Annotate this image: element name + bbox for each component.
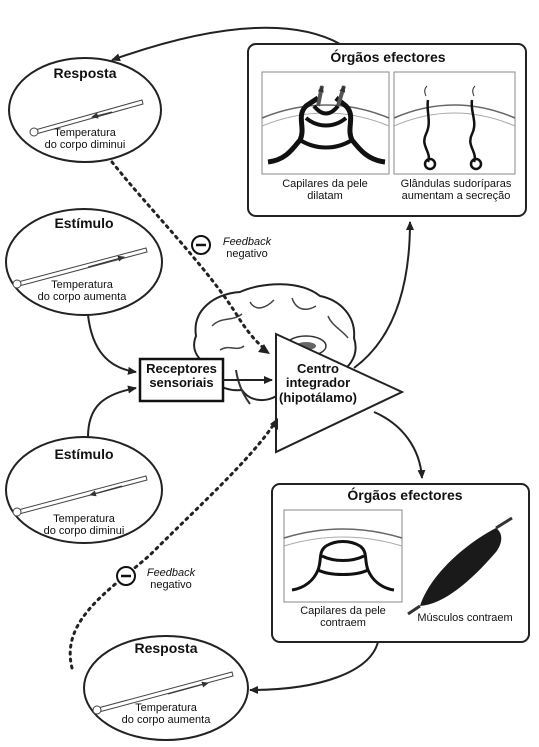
feedback-arrowheads (258, 344, 278, 430)
stimulus-bottom-ellipse (5, 436, 163, 544)
effectors-top-right-caption: Glândulas sudoríparas aumentam a secreçã… (400, 178, 512, 203)
stimulus-top-ellipse (5, 208, 163, 316)
feedback-arrow-bottom (68, 422, 276, 670)
effectors-top-left-caption: Capilares da pele dilatam (282, 178, 368, 203)
pathway-arrows (87, 26, 426, 694)
integrator-triangle (275, 332, 405, 454)
sweat-glands-illustration (393, 71, 516, 175)
thermometer-icon (12, 475, 148, 517)
stimulus-top-title: Estímulo (54, 215, 114, 231)
stimulus-bottom-caption: Temperatura do corpo diminui (43, 513, 125, 538)
capillaries-constrict-illustration (283, 509, 403, 603)
muscle-illustration (407, 516, 513, 616)
response-top-title: Resposta (53, 65, 117, 81)
effectors-bottom-box (271, 483, 530, 643)
feedback-label-top: Feedback negativo (222, 236, 272, 261)
integrator-label: Centro integrador (hipotálamo) (279, 361, 357, 405)
capillaries-dilate-illustration (261, 71, 390, 175)
thermometer-icon (29, 99, 144, 137)
stimulus-bottom-title: Estímulo (54, 446, 114, 462)
thermometer-icon (12, 247, 148, 289)
feedback-arrow-top (110, 160, 268, 352)
response-top-ellipse (8, 57, 162, 163)
effectors-bottom-title: Órgãos efectores (347, 487, 463, 503)
response-bottom-title: Resposta (134, 640, 198, 656)
stimulus-top-caption: Temperatura do corpo aumenta (37, 279, 127, 304)
effectors-bottom-left-caption: Capilares da pele contraem (300, 605, 386, 630)
feedback-arrows (68, 160, 276, 670)
effectors-bottom-right-caption: Músculos contraem (417, 612, 513, 624)
receptors-label: Receptores sensoriais (146, 361, 217, 391)
effectors-top-box (247, 43, 527, 217)
minus-circle-icon (191, 235, 211, 255)
thermometer-icon (92, 671, 234, 715)
response-top-caption: Temperatura do corpo diminui (44, 127, 126, 152)
response-bottom-ellipse (83, 635, 249, 741)
response-bottom-caption: Temperatura do corpo aumenta (121, 702, 211, 727)
effectors-top-title: Órgãos efectores (330, 49, 446, 65)
feedback-label-bottom: Feedback negativo (146, 567, 196, 592)
minus-circle-icon (116, 566, 136, 586)
